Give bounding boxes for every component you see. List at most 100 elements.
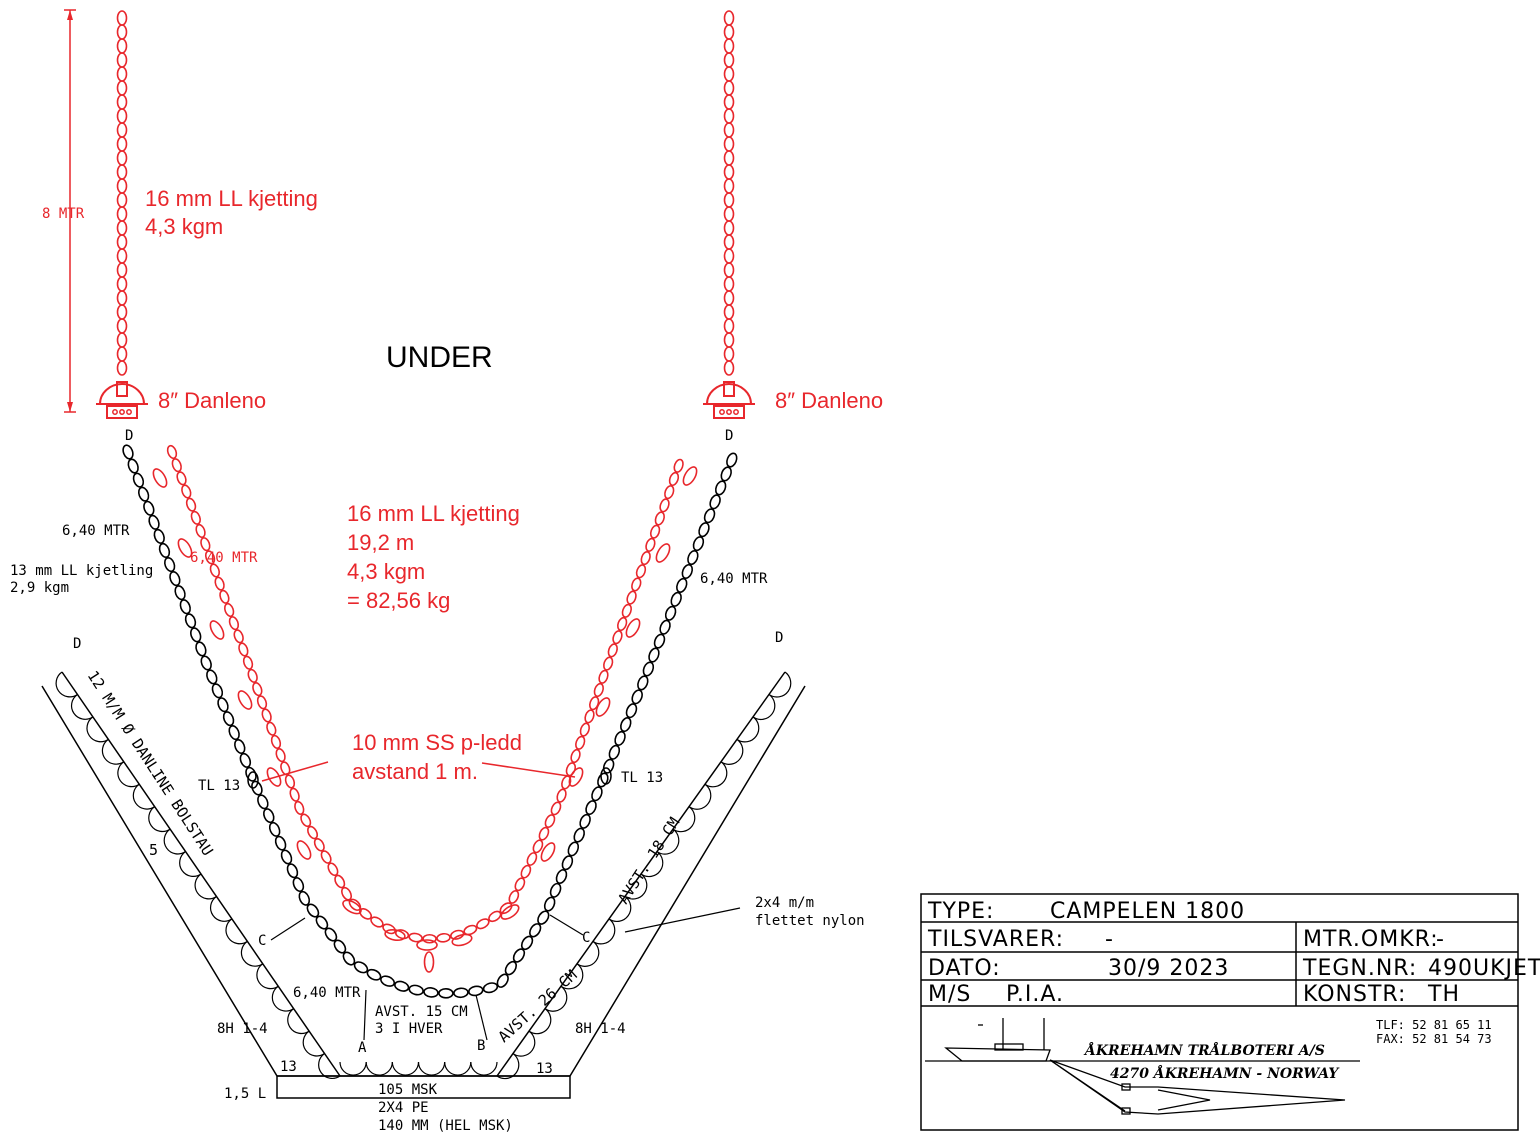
c-right-leader <box>549 914 584 936</box>
chain-link <box>274 835 287 851</box>
tl-right: TL 13 <box>621 770 663 786</box>
chain-link <box>709 494 721 510</box>
chain-link <box>631 689 643 705</box>
spacing-15cm: AVST. 15 CM <box>375 1004 468 1020</box>
chain-link <box>676 577 688 593</box>
chain-link <box>621 603 633 618</box>
marker-d-right: D <box>775 630 783 646</box>
ms-label: M/S <box>928 982 971 1007</box>
bolstau-number: 5 <box>149 841 158 859</box>
chain-link <box>723 24 735 40</box>
chain-link <box>270 734 282 749</box>
p-link <box>423 951 435 973</box>
chain-link <box>184 613 197 629</box>
p-link <box>682 466 698 486</box>
bolstau-scallop <box>592 918 616 945</box>
phone: TLF: 52 81 65 11 <box>1376 1018 1492 1032</box>
danleno-left-icon <box>96 381 148 419</box>
chain-link <box>394 980 410 992</box>
chain-link <box>284 774 296 789</box>
chain-link <box>209 563 221 578</box>
company-name: ÅKREHAMN TRÅLBOTERI A/S <box>1083 1041 1325 1059</box>
chain-link <box>673 458 684 473</box>
p-link <box>595 697 611 717</box>
p-link-spec: 10 mm SS p-ledd <box>352 730 522 755</box>
chain-link <box>292 877 305 893</box>
chain-link <box>327 862 339 877</box>
konstr-value: TH <box>1427 982 1460 1007</box>
chain-link <box>573 827 585 843</box>
chain-link <box>116 304 128 320</box>
p-link <box>655 543 671 563</box>
danleno-right-icon <box>703 381 755 419</box>
chain-link <box>116 178 128 194</box>
p-link <box>209 620 225 640</box>
bolstau-scallop <box>656 828 680 855</box>
p-link <box>568 767 584 787</box>
chain-link <box>370 916 384 928</box>
chain-link <box>228 616 240 631</box>
chain-link <box>257 794 269 810</box>
chain-link <box>247 668 258 683</box>
chain-link <box>723 304 735 320</box>
p-link <box>625 618 641 638</box>
chain-link <box>116 38 128 54</box>
chain-link <box>116 220 128 236</box>
chain-link <box>723 164 735 180</box>
chain-link <box>116 262 128 278</box>
chain-link <box>238 642 249 657</box>
chain-link <box>537 910 550 925</box>
chain-link <box>148 514 160 530</box>
chain-link <box>692 536 705 552</box>
chain-link <box>195 641 207 657</box>
chain-link <box>438 988 454 999</box>
bolstau-scallop <box>391 1061 420 1076</box>
fax: FAX: 52 81 54 73 <box>1376 1032 1492 1046</box>
bolstau-scallop <box>318 1053 341 1079</box>
bolstau-scallop <box>688 783 712 810</box>
chain-link <box>380 975 396 987</box>
chain-link <box>333 939 347 954</box>
chain-link <box>294 800 305 816</box>
bolstau-scallop <box>672 806 696 833</box>
chain-link <box>529 923 542 938</box>
chain-link <box>436 932 451 943</box>
dato-value: 30/9 2023 <box>1108 956 1229 981</box>
chain-link <box>723 206 735 222</box>
chain-link <box>597 772 609 788</box>
chain-link <box>726 452 738 468</box>
nylon-leader <box>624 907 741 933</box>
chain-link <box>723 52 735 68</box>
bolstau-scallop <box>256 963 279 990</box>
nylon-material: flettet nylon <box>755 913 865 929</box>
pe-2x4: 2X4 PE <box>378 1100 429 1116</box>
black-chain-spec: 13 mm LL kjetling <box>10 563 153 579</box>
chain-link <box>589 696 600 711</box>
bottom-chain-length: 6,40 MTR <box>293 985 361 1001</box>
chain-link <box>306 903 320 918</box>
a-leader <box>363 989 367 1041</box>
chain-link <box>116 164 128 180</box>
chain-link <box>195 523 206 539</box>
chain-link <box>423 987 439 998</box>
chain-link <box>723 192 735 208</box>
bolstau-scallop <box>576 940 600 967</box>
chain-link <box>214 576 225 591</box>
chain-link <box>645 537 656 552</box>
chain-link <box>654 511 665 526</box>
chain-link <box>289 787 300 802</box>
chain-link <box>544 814 556 828</box>
p-link <box>152 468 168 488</box>
mm-140: 140 MM (HEL MSK) <box>378 1118 513 1134</box>
chain-link <box>275 748 286 763</box>
chain-link <box>266 721 277 736</box>
chain-link <box>280 849 293 865</box>
company-address: 4270 ÅKREHAMN - NORWAY <box>1110 1064 1340 1082</box>
bolstau-scallop <box>271 985 295 1012</box>
chain-link <box>556 788 567 803</box>
chain-link <box>262 808 275 824</box>
chain-link <box>223 602 235 618</box>
chain-link <box>127 458 139 474</box>
chain-link <box>659 498 670 513</box>
bolstau-scallop <box>365 1061 393 1076</box>
